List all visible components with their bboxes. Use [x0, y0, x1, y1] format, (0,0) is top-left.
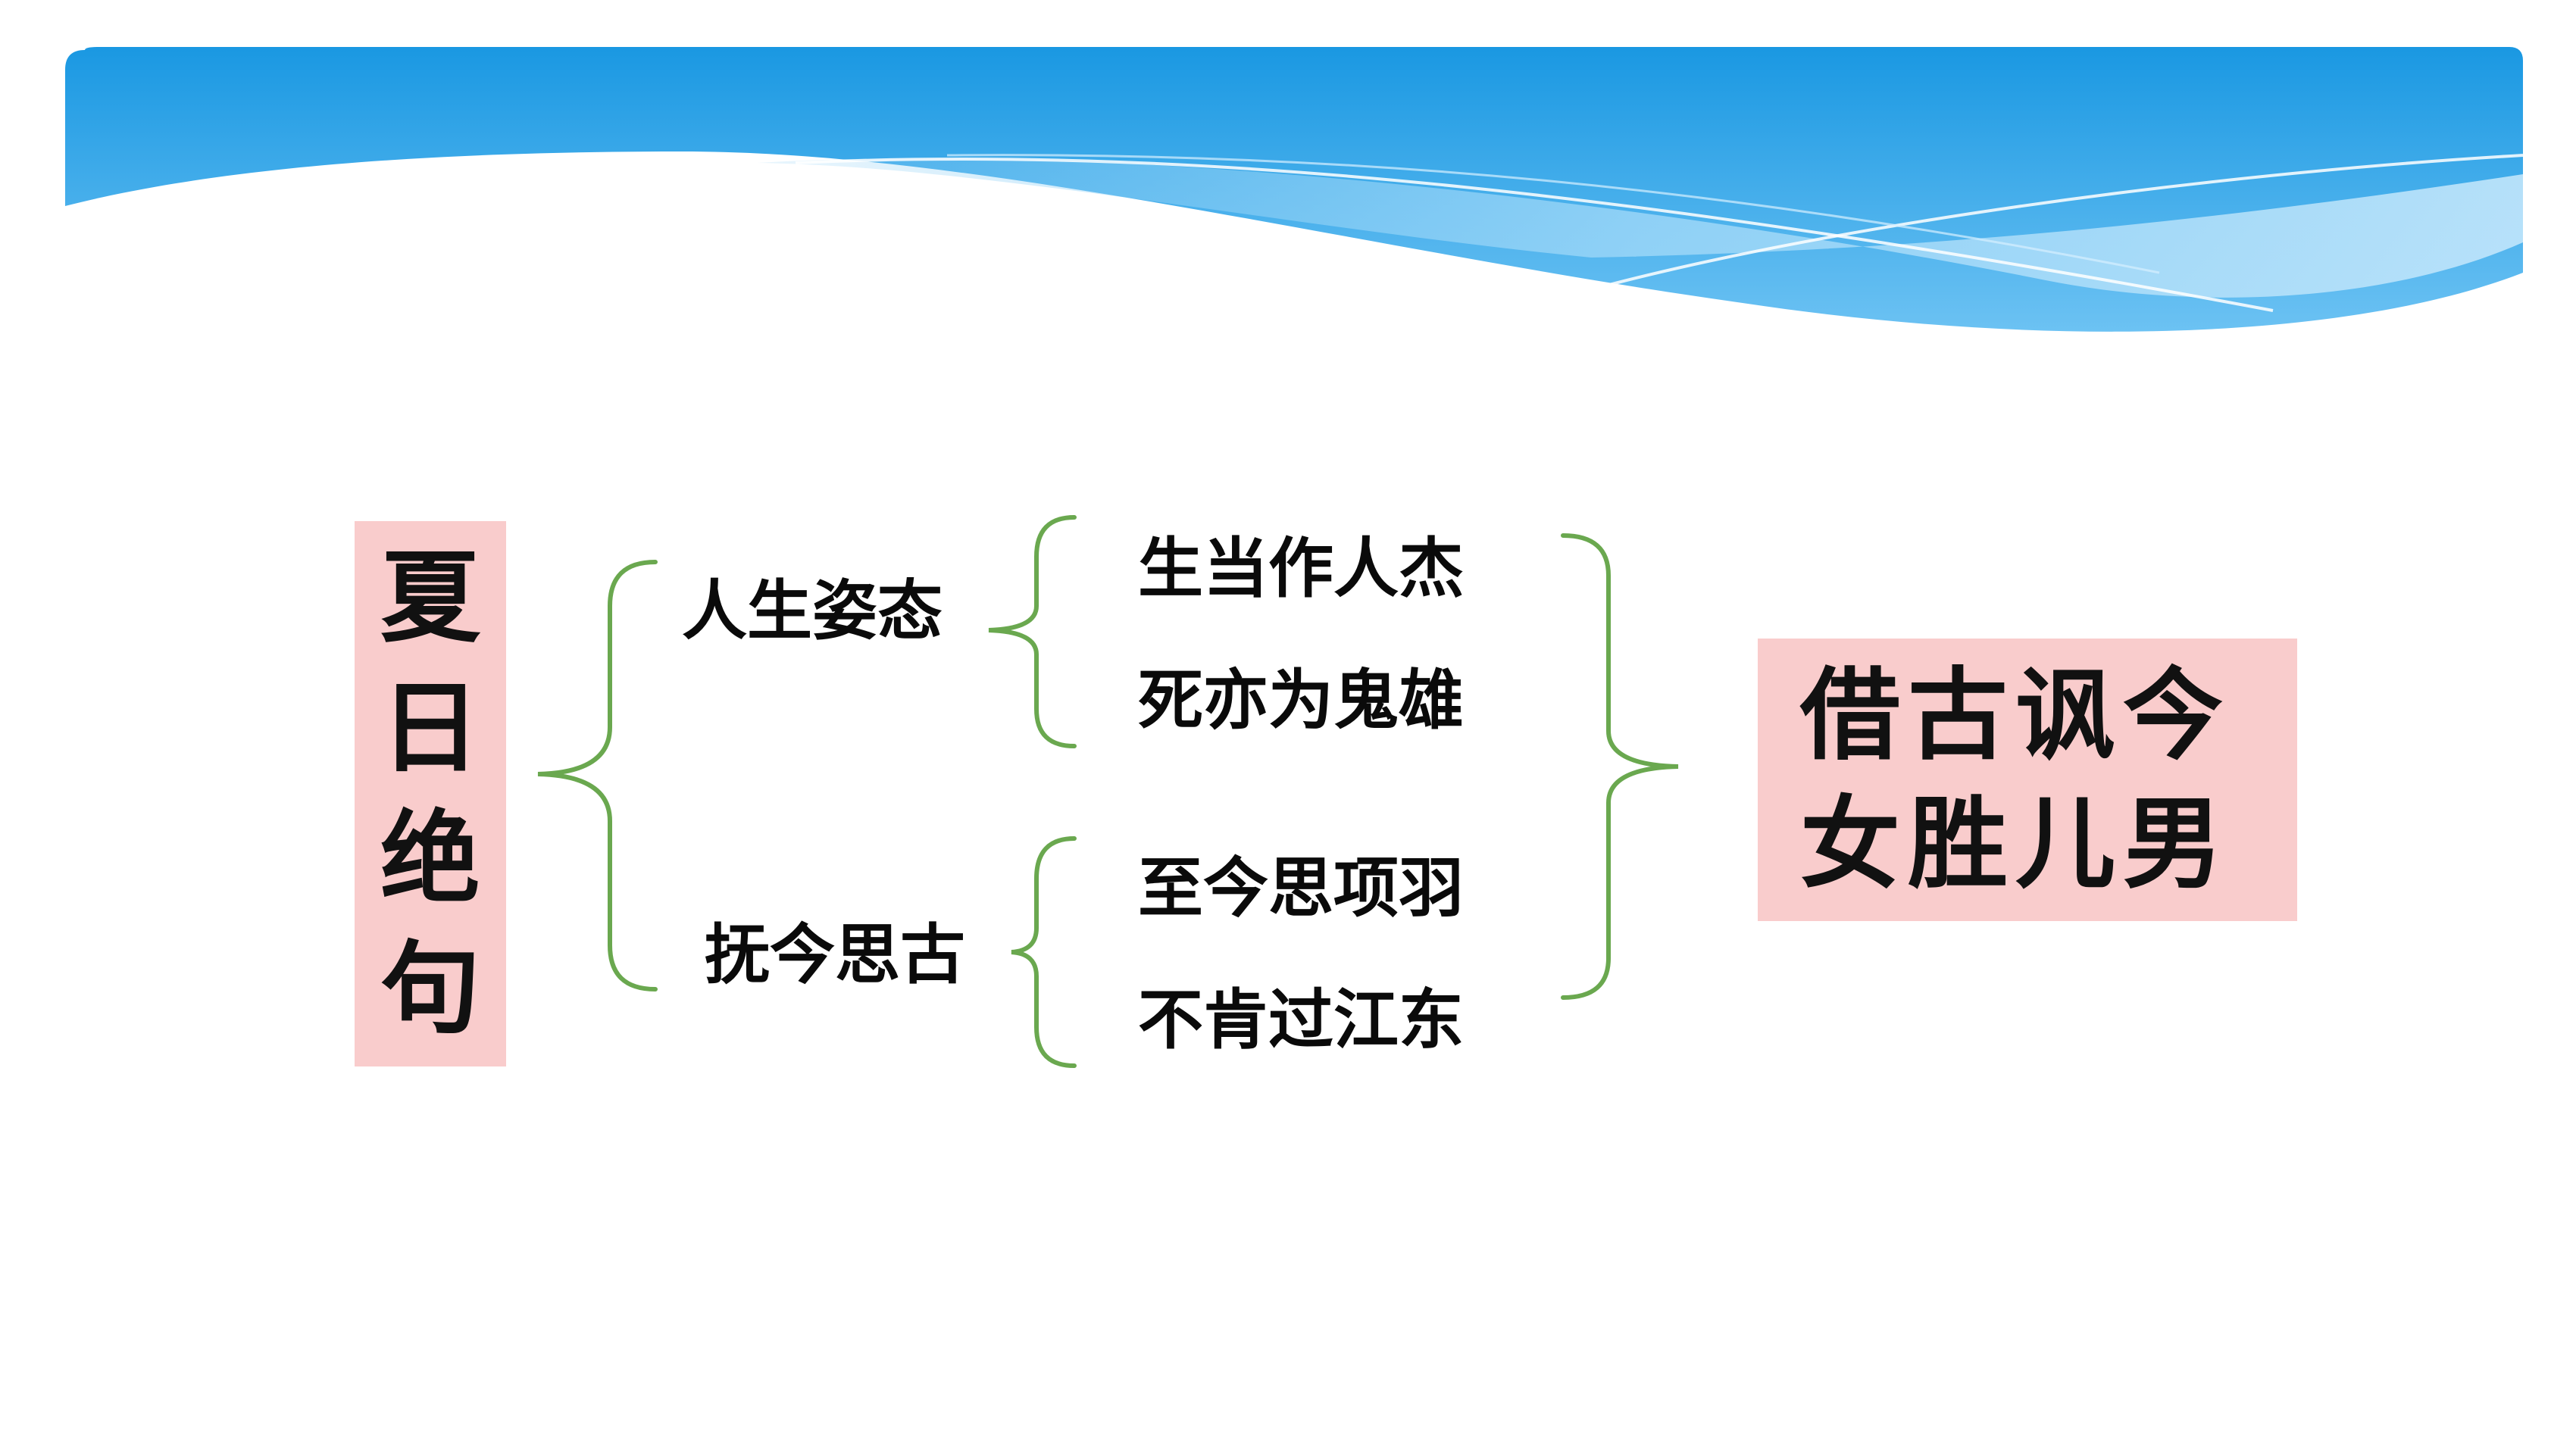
banner-wave-line-2	[1583, 154, 2524, 293]
brace-lines-to-summary	[1561, 533, 1679, 1000]
branch-label-reflect-past: 抚今思古	[705, 917, 965, 993]
poem-line-1: 生当作人杰	[1138, 531, 1464, 607]
banner-wave-line-3	[946, 154, 2160, 274]
poem-line-2: 死亦为鬼雄	[1138, 663, 1464, 739]
poem-line-3: 至今思项羽	[1138, 851, 1464, 926]
brace-branch-2	[1011, 836, 1077, 1068]
header-banner	[65, 47, 2524, 332]
branch-label-life-attitude: 人生姿态	[682, 573, 943, 649]
poem-title: 夏日绝句	[380, 539, 480, 1048]
brace-title-to-branches	[537, 560, 658, 992]
summary-box: 借古讽今女胜儿男	[1758, 639, 2297, 921]
poem-line-4: 不肯过江东	[1138, 982, 1464, 1058]
banner-wave-light	[758, 158, 2523, 298]
summary-text: 借古讽今女胜儿男	[1800, 656, 2231, 903]
poem-title-box: 夏日绝句	[355, 521, 506, 1066]
banner-wave-line-1	[795, 158, 2274, 312]
brace-branch-1	[988, 515, 1077, 748]
